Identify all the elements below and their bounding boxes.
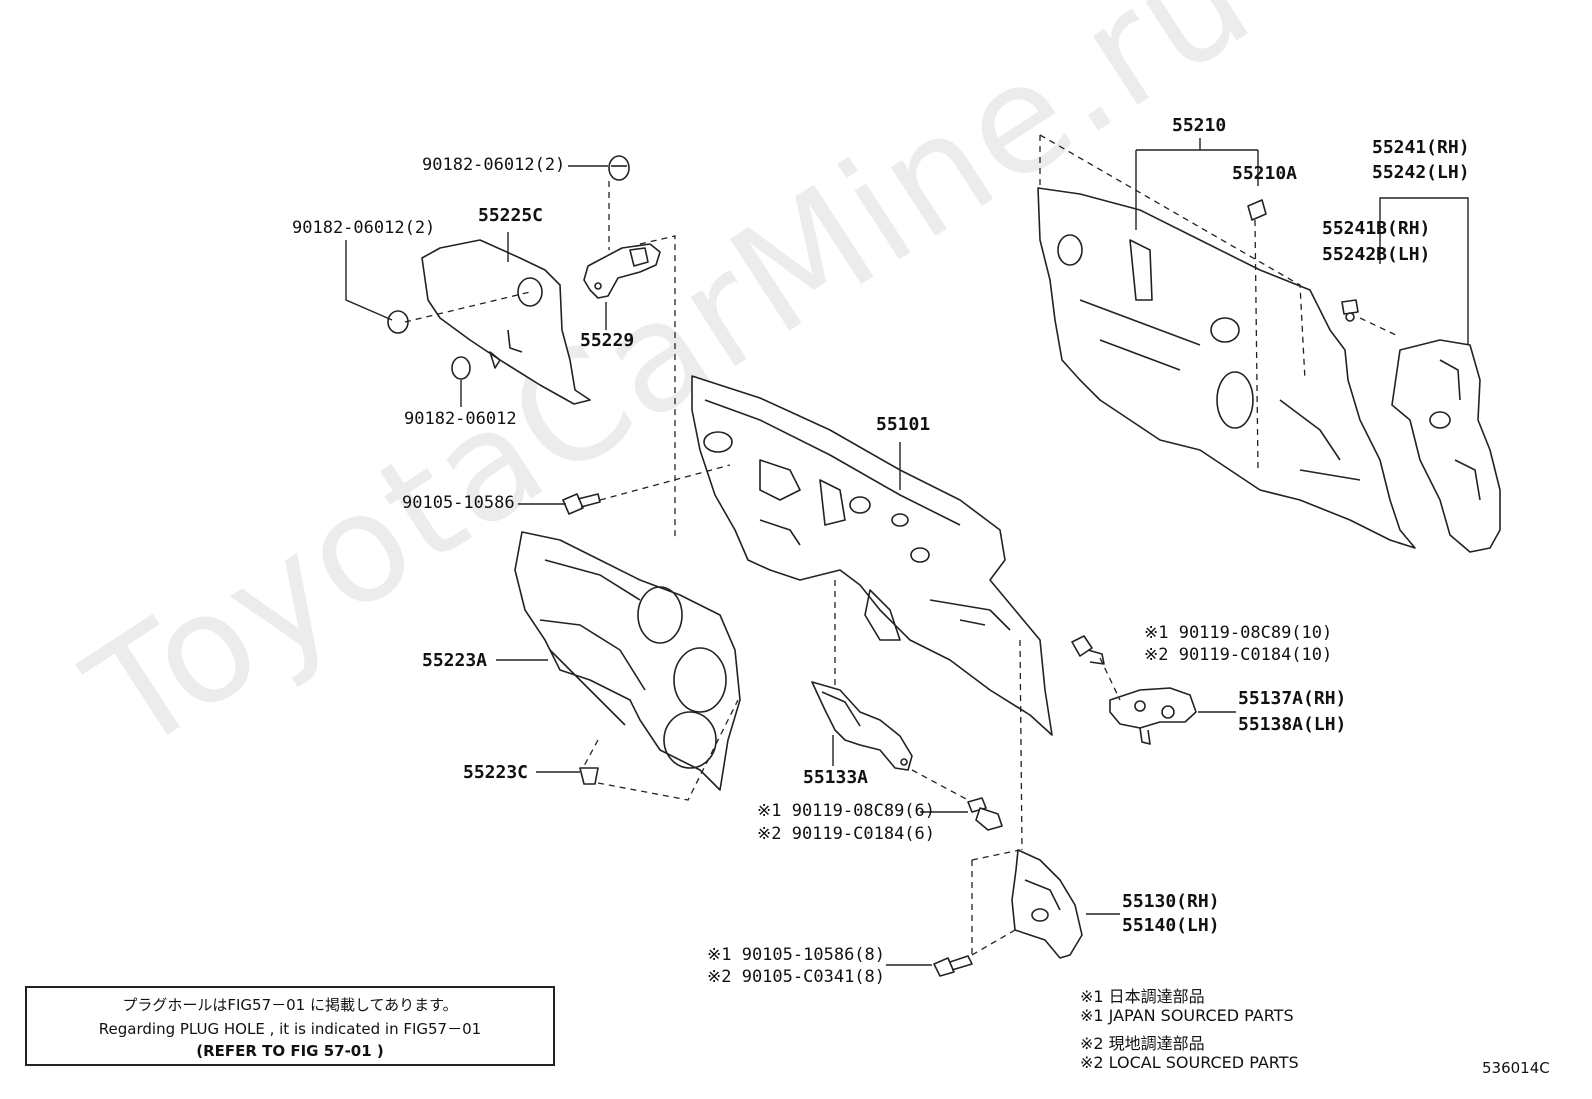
bolt-90105-lower [933,955,973,977]
part-55241-insulator [1391,339,1501,553]
label-55229: 55229 [580,330,635,351]
bolt-90119-right [1071,635,1105,665]
bolt-90105 [562,493,601,515]
label-55101: 55101 [876,414,931,435]
clip-90182-left [387,310,409,334]
label-90105-bolt: 90105-10586 [402,493,515,513]
label-55210A: 55210A [1232,163,1298,184]
label-55130: 55130(RH) [1122,891,1220,912]
part-55210A-clip [1247,199,1267,221]
part-55229-bracket [583,243,661,299]
label-90119-a-1: ※1 90119-08C89(6) [757,801,936,821]
part-55223A-insulator [514,531,741,791]
label-90105-b-1: ※1 90105-10586(8) [707,945,886,965]
legend-japan-jp: ※1 日本調達部品 [1080,987,1205,1006]
note-line-en: Regarding PLUG HOLE , it is indicated in… [98,1020,482,1038]
label-90182-bottom: 90182-06012 [404,409,517,429]
label-55140: 55140(LH) [1122,915,1220,936]
figure-id: 536014C [1482,1059,1550,1077]
label-90119-a-2: ※2 90119-C0184(6) [757,824,936,844]
part-55241B-clip [1341,299,1359,322]
label-55223C: 55223C [463,762,529,783]
label-90105-b-2: ※2 90105-C0341(8) [707,967,886,987]
label-55225C: 55225C [478,205,544,226]
label-90182-left: 90182-06012(2) [292,218,436,238]
bolt-90119-lower [967,797,1003,831]
part-55101-dash-panel [691,375,1053,736]
part-55223C-clip [579,767,599,785]
label-55242B: 55242B(LH) [1322,244,1431,265]
legend-japan-en: ※1 JAPAN SOURCED PARTS [1080,1006,1294,1025]
part-55137A-bracket [1109,687,1197,745]
legend-local-en: ※2 LOCAL SOURCED PARTS [1080,1053,1299,1072]
label-55241B: 55241B(RH) [1322,218,1431,239]
part-55210-insulator [1037,187,1416,549]
label-90119-b-1: ※1 90119-08C89(10) [1144,623,1333,643]
label-90119-b-2: ※2 90119-C0184(10) [1144,645,1333,665]
clip-90182-bottom [451,356,471,380]
label-55138A: 55138A(LH) [1238,714,1347,735]
note-line-refer: (REFER TO FIG 57-01 ) [196,1042,384,1060]
part-55130-bracket [1011,849,1083,959]
label-55242: 55242(LH) [1372,162,1470,183]
label-55133A: 55133A [803,767,869,788]
part-55225C-insulator [421,239,591,405]
part-55133A-bracket [811,681,913,771]
label-55241: 55241(RH) [1372,137,1470,158]
label-55223A: 55223A [422,650,488,671]
legend-local-jp: ※2 現地調達部品 [1080,1034,1205,1053]
label-90182-top: 90182-06012(2) [422,155,566,175]
label-55210: 55210 [1172,115,1227,136]
plug-hole-note: プラグホールはFIG57－01 に掲載してあります。 Regarding PLU… [25,986,555,1066]
label-55137A: 55137A(RH) [1238,688,1347,709]
note-line-jp: プラグホールはFIG57－01 に掲載してあります。 [122,996,458,1014]
clip-90182-top [608,155,630,181]
